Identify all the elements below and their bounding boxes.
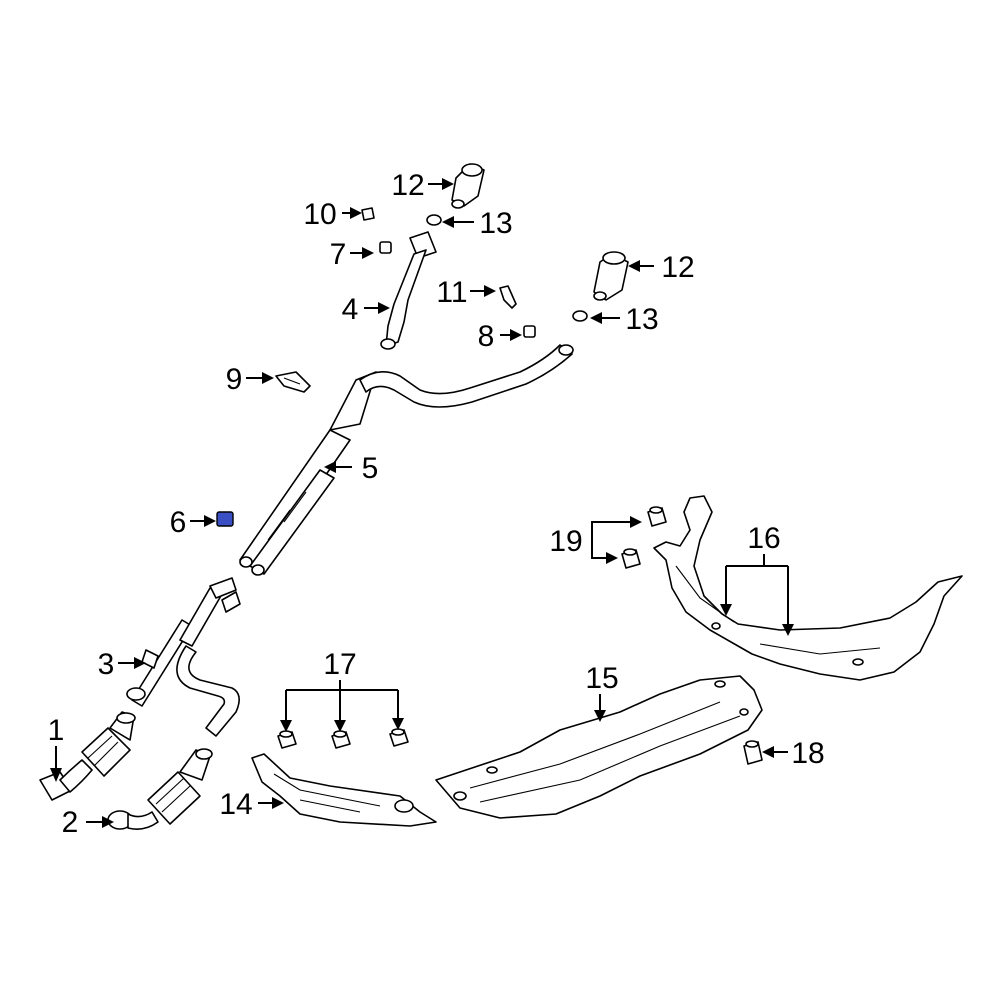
exhaust-tip-left[interactable] [451, 163, 485, 209]
isolator-highlight [216, 511, 234, 527]
exhaust-tip-right[interactable] [593, 251, 629, 301]
leader-lines [50, 178, 794, 828]
bolt-19-b[interactable] [621, 548, 641, 569]
bolt-19-a[interactable] [647, 506, 667, 527]
callout-15: 15 [585, 662, 618, 695]
clamp-13-left[interactable] [426, 214, 442, 226]
catalytic-converter-rear[interactable] [107, 748, 213, 830]
callout-6: 6 [170, 506, 187, 539]
callout-7: 7 [330, 238, 347, 271]
callout-labels: 1 2 3 4 5 6 7 8 9 10 11 12 12 13 13 14 1… [48, 169, 825, 839]
callout-2: 2 [62, 806, 79, 839]
hanger-bracket[interactable] [275, 371, 311, 393]
bolt-17-b[interactable] [331, 730, 351, 749]
callout-5: 5 [362, 452, 379, 485]
bolt-17-a[interactable] [277, 730, 297, 749]
callout-14: 14 [219, 788, 252, 821]
isolator-7[interactable] [379, 241, 392, 254]
tailpipe-left[interactable] [380, 231, 437, 350]
clamp-13-right[interactable] [572, 310, 588, 322]
callout-8: 8 [478, 320, 495, 353]
callout-16: 16 [747, 522, 780, 555]
isolator-8[interactable] [523, 325, 536, 338]
clip-10[interactable] [361, 207, 375, 221]
callout-3: 3 [98, 648, 115, 681]
muffler-assembly[interactable] [239, 344, 574, 576]
callout-19: 19 [549, 525, 582, 558]
callout-17: 17 [323, 648, 356, 681]
callout-10: 10 [303, 198, 336, 231]
exhaust-isolator[interactable] [216, 511, 234, 527]
hanger-11[interactable] [499, 285, 517, 309]
heat-shield-16[interactable] [653, 495, 963, 681]
catalytic-converter-front[interactable] [39, 711, 136, 801]
callout-13-right: 13 [625, 303, 658, 336]
front-pipe[interactable] [126, 577, 241, 737]
callout-4: 4 [342, 293, 359, 326]
callout-13-left: 13 [479, 207, 512, 240]
callout-9: 9 [226, 363, 243, 396]
heat-shield-14[interactable] [251, 753, 437, 827]
callout-12-right: 12 [661, 251, 694, 284]
callout-12-left: 12 [391, 169, 424, 202]
callout-18: 18 [791, 737, 824, 770]
bolt-17-c[interactable] [389, 728, 409, 747]
bolt-18[interactable] [743, 740, 763, 765]
callout-11: 11 [436, 276, 467, 309]
callout-1: 1 [48, 714, 65, 747]
